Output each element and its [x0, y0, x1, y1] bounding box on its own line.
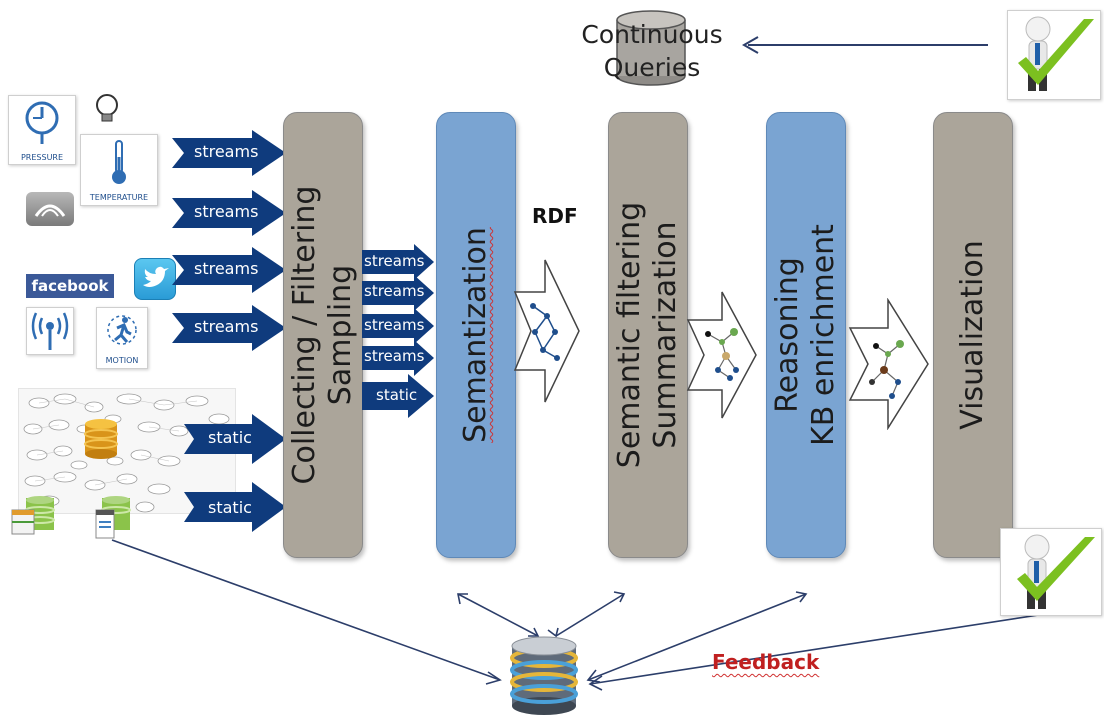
input-arrow-streams-4 — [172, 305, 286, 351]
temperature-label: TEMPERATURE — [89, 193, 149, 202]
feedback-label: Feedback — [712, 650, 820, 674]
query-arrow — [741, 36, 988, 54]
input-arrow-static-1 — [184, 414, 286, 464]
wireless-sensor-card — [26, 307, 74, 355]
rdf-label: RDF — [532, 204, 578, 228]
input-arrow-label-1: streams — [194, 142, 259, 161]
queries-database-icon — [616, 10, 686, 86]
queries-line1: Continuous — [581, 20, 723, 49]
motion-runner-icon — [107, 315, 137, 345]
mid-arrow-streams-4 — [362, 340, 434, 376]
spreadsheet-database-icon — [11, 496, 55, 535]
stage-collecting-filtering: Collecting / Filtering Sampling — [283, 112, 363, 558]
input-arrow-label-4: streams — [194, 317, 259, 336]
user-check-icon-bottom — [1017, 534, 1095, 609]
mid-arrow-label-4: streams — [364, 347, 425, 365]
summary-graph-arrow — [686, 291, 757, 419]
continuous-queries-label: Continuous Queries — [570, 18, 734, 84]
stage-semantic-filtering: Semantic filtering Summarization — [608, 112, 688, 558]
user-check-icon — [1018, 16, 1094, 91]
input-arrow-streams-3 — [172, 247, 286, 293]
input-arrow-label-3: streams — [194, 259, 259, 278]
facebook-label: facebook — [31, 277, 109, 295]
mid-arrow-static — [362, 374, 434, 418]
stage-semantization: Semantization — [436, 112, 516, 558]
input-arrow-streams-2 — [172, 190, 286, 236]
facebook-logo: facebook — [26, 274, 114, 298]
temperature-sensor-card: TEMPERATURE — [80, 134, 158, 206]
humidity-sensor-icon — [26, 192, 74, 226]
mid-arrow-label-5: static — [376, 386, 418, 404]
input-arrow-label-6: static — [208, 498, 252, 517]
pressure-sensor-card: PRESSURE — [8, 95, 76, 165]
input-arrow-label-2: streams — [194, 202, 259, 221]
input-arrow-streams-1 — [172, 130, 286, 176]
user-check-card-bottom — [1000, 528, 1102, 616]
gold-database-icon — [84, 419, 118, 459]
queries-line2: Queries — [603, 53, 701, 82]
lightbulb-icon — [96, 94, 118, 122]
pressure-label: PRESSURE — [20, 153, 64, 162]
stage-visualization: Visualization — [933, 112, 1013, 558]
mid-arrow-label-1: streams — [364, 252, 425, 270]
mid-arrow-label-2: streams — [364, 282, 425, 300]
input-arrow-label-5: static — [208, 428, 252, 447]
mid-arrow-streams-2 — [362, 275, 434, 311]
twitter-bird-icon — [134, 258, 176, 300]
rdf-graph-arrow-1 — [513, 259, 580, 403]
mid-arrow-label-3: streams — [364, 316, 425, 334]
wireless-signal-icon — [31, 312, 69, 350]
motion-sensor-card: MOTION — [96, 307, 148, 369]
input-arrow-static-2 — [184, 482, 286, 532]
stage-reasoning: Reasoning KB enrichment — [766, 112, 846, 558]
pressure-gauge-icon — [25, 101, 59, 144]
thermometer-icon — [112, 140, 126, 184]
motion-label: MOTION — [105, 356, 139, 365]
file-database-icon — [95, 496, 131, 539]
knowledge-base-database-icon — [510, 636, 578, 715]
mid-arrow-streams-1 — [362, 244, 434, 280]
enriched-graph-arrow — [848, 298, 929, 430]
mid-arrow-streams-3 — [362, 308, 434, 344]
user-check-card-top — [1007, 10, 1101, 100]
